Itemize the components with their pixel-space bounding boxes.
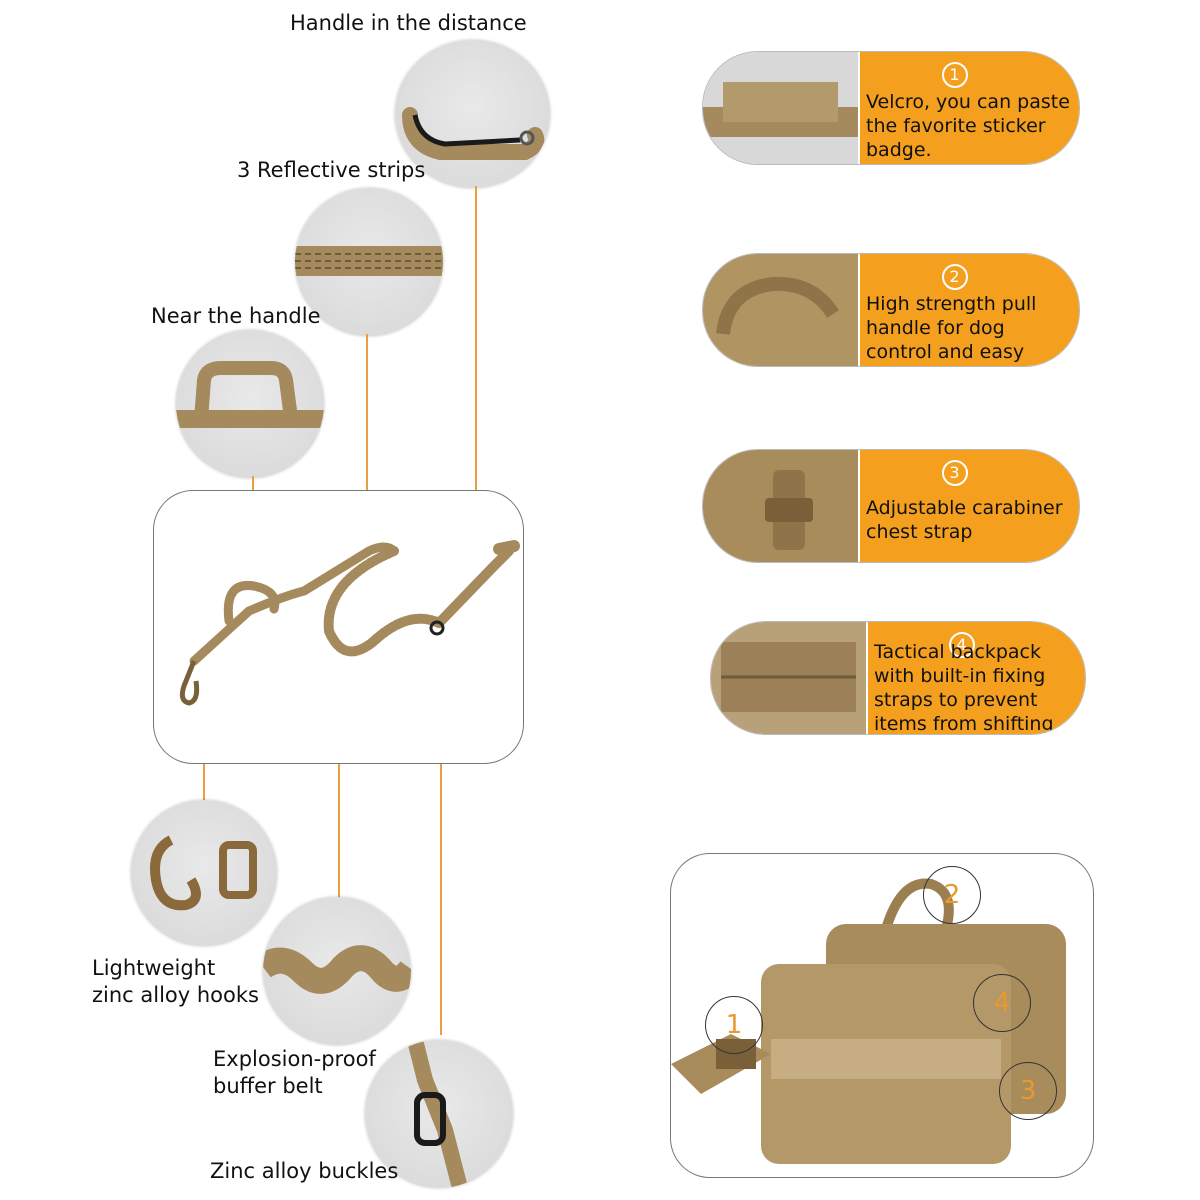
feature-4-panel: 4 Tactical backpack with built-in fixing… (868, 622, 1085, 734)
connector-line-buckles (440, 645, 442, 1035)
feature-2-text: High strength pull handle for dog contro… (866, 293, 1037, 366)
feature-pill-4: 4 Tactical backpack with built-in fixing… (710, 621, 1086, 735)
grip-handle-icon (176, 361, 324, 428)
label-handle-distance: Handle in the distance (290, 11, 527, 35)
label-near-handle: Near the handle (151, 304, 321, 328)
feature-1-number: 1 (860, 61, 1049, 88)
backpack-panel: 1 2 3 4 (670, 853, 1094, 1178)
backpack-marker-2: 2 (923, 866, 981, 924)
feature-pill-2: 2 High strength pull handle for dog cont… (702, 253, 1080, 367)
feature-1-text: Velcro, you can paste the favorite stick… (866, 91, 1070, 161)
feature-pill-1: 1 Velcro, you can paste the favorite sti… (702, 51, 1080, 165)
near-handle-photo (176, 330, 324, 478)
connector-line-buffer (338, 660, 340, 900)
backpack-marker-1: 1 (705, 996, 763, 1054)
label-buffer-belt: Explosion-proof buffer belt (213, 1047, 376, 1098)
backpack-marker-3: 3 (999, 1062, 1057, 1120)
chest-strap-photo (703, 450, 858, 562)
handle-loop-icon (402, 107, 545, 160)
label-reflective-strips: 3 Reflective strips (237, 158, 426, 182)
feature-1-panel: 1 Velcro, you can paste the favorite sti… (860, 52, 1079, 164)
feature-3-text: Adjustable carabiner chest strap (866, 497, 1063, 543)
leash-icon (179, 540, 520, 706)
feature-3-number: 3 (860, 459, 1049, 486)
velcro-strap-icon (703, 82, 858, 137)
label-hooks: Lightweight zinc alloy hooks (92, 956, 259, 1007)
reflective-strip-icon (295, 246, 443, 276)
feature-2-number: 2 (860, 263, 1049, 290)
dog-backpack-icon (671, 878, 1066, 1164)
hooks-photo (131, 800, 277, 946)
buckles-photo (365, 1040, 513, 1188)
label-buckles: Zinc alloy buckles (210, 1159, 399, 1183)
feature-2-panel: 2 High strength pull handle for dog cont… (860, 254, 1079, 366)
leash-panel (153, 490, 524, 764)
buckle-icon (407, 1040, 468, 1188)
chest-buckle-icon (703, 450, 858, 562)
feature-4-text: Tactical backpack with built-in fixing s… (874, 641, 1054, 735)
feature-pill-3: 3 Adjustable carabiner chest strap (702, 449, 1080, 563)
bungee-belt-icon (263, 945, 411, 994)
backpack-interior-icon (711, 622, 866, 734)
buffer-belt-photo (263, 897, 411, 1045)
handle-distance-photo (395, 40, 550, 188)
feature-3-panel: 3 Adjustable carabiner chest strap (860, 450, 1079, 562)
connector-line-handle (475, 186, 477, 541)
backpack-marker-4: 4 (973, 974, 1031, 1032)
carabiner-hook-icon (150, 835, 257, 911)
connector-line-reflective (366, 334, 368, 549)
pull-handle-photo (703, 254, 858, 366)
velcro-photo (703, 52, 858, 164)
backpack-interior-photo (711, 622, 866, 734)
pull-handle-icon (703, 254, 858, 366)
reflective-strips-photo (295, 188, 443, 336)
feature-4-number: 4 (868, 631, 1055, 658)
